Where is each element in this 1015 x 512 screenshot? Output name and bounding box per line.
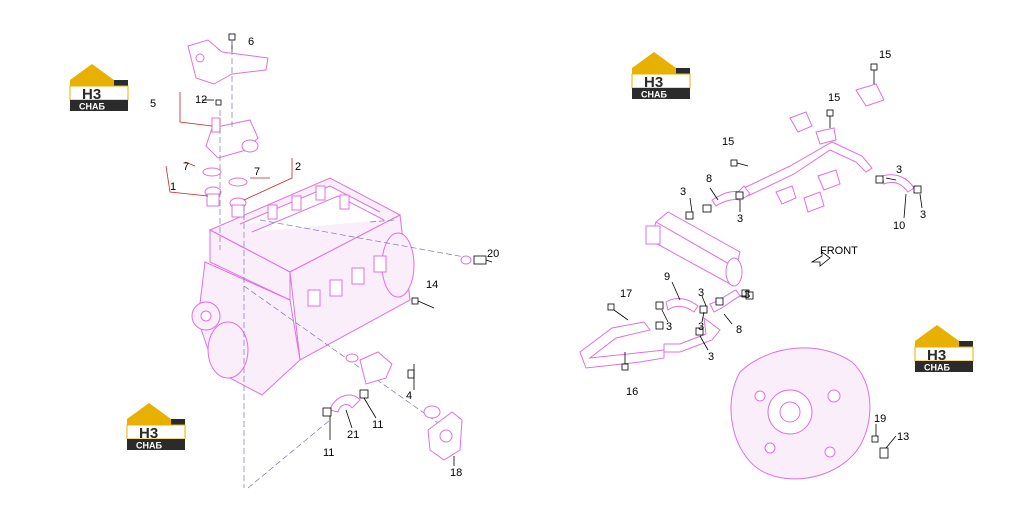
part-label: 14: [426, 279, 438, 291]
part-label: 11: [323, 447, 334, 459]
hose-clamp: [655, 321, 664, 330]
brand-logo: H3 СНАБ: [914, 324, 974, 373]
pipe-bracket: [803, 191, 825, 213]
part-label: 9: [664, 271, 670, 283]
coolant-pipe: [737, 141, 873, 199]
brand-logo: H3 СНАБ: [631, 51, 691, 100]
support-bracket: [187, 39, 269, 85]
pipe-bracket: [817, 169, 841, 191]
part-label: 15: [828, 92, 840, 104]
hose-clamp: [695, 327, 704, 336]
pipe-bracket: [855, 83, 885, 107]
part-label: 3: [698, 321, 704, 333]
part-label: 3: [920, 209, 926, 221]
brand-logo: H3 СНАБ: [69, 63, 129, 112]
coolant-pipe: [579, 316, 721, 369]
part-label: 18: [450, 467, 462, 479]
coolant-hose: [709, 289, 741, 313]
svg-text:H3: H3: [82, 86, 101, 103]
part-label: 15: [722, 136, 734, 148]
part-label: 3: [744, 289, 750, 301]
pipe-bracket: [789, 111, 813, 133]
hose-clamp: [735, 191, 744, 200]
svg-text:H3: H3: [644, 74, 663, 91]
coolant-hose: [881, 174, 915, 193]
washer: [871, 435, 879, 443]
hose-clamp: [655, 301, 664, 310]
front-arrow-icon: [810, 251, 831, 267]
part-label: 3: [698, 287, 704, 299]
hose-clamp: [702, 204, 712, 213]
hose-clamp: [875, 175, 884, 184]
bolt-icon: [730, 159, 749, 167]
bolt-icon: [879, 447, 889, 459]
hose-clamp: [699, 305, 708, 314]
hose-clamp: [685, 211, 694, 220]
oil-cooler: [645, 211, 743, 287]
part-label: 3: [737, 213, 743, 225]
temperature-sensor: [460, 255, 493, 265]
part-label: 5: [150, 98, 156, 110]
engine-block: [191, 177, 415, 396]
part-label: 2: [295, 161, 301, 173]
hose-clamp: [715, 297, 724, 306]
svg-text:СНАБ: СНАБ: [641, 90, 667, 100]
gasket-ring: [228, 177, 248, 187]
part-label: 7: [183, 161, 189, 173]
part-label: 20: [487, 248, 499, 260]
bolt-icon: [621, 352, 629, 371]
bolt-icon: [215, 99, 222, 106]
water-pipe: [345, 351, 415, 385]
part-label: 3: [896, 164, 902, 176]
part-label: 16: [626, 386, 638, 398]
part-label: 3: [680, 186, 686, 198]
svg-text:СНАБ: СНАБ: [79, 102, 105, 112]
part-label: 19: [874, 413, 886, 425]
part-label: 15: [879, 49, 891, 61]
svg-text:СНАБ: СНАБ: [136, 441, 162, 451]
part-label: 7: [254, 166, 260, 178]
part-label: 13: [897, 431, 909, 443]
bolt-icon: [607, 303, 629, 321]
brand-logo: H3 СНАБ: [126, 402, 186, 451]
hose-clamp: [745, 291, 754, 300]
water-pump-cover: [423, 405, 463, 461]
part-label: 21: [347, 429, 359, 441]
hose-clamp: [913, 185, 922, 194]
bolt-icon: [870, 63, 878, 84]
gasket-ring: [202, 167, 222, 177]
thermostat: [229, 197, 247, 218]
flywheel-housing: [730, 347, 871, 480]
part-label: 11: [372, 419, 383, 431]
part-label: 3: [708, 351, 714, 363]
pipe-bracket: [815, 127, 837, 145]
part-label: 3: [666, 321, 672, 333]
part-label: 17: [620, 288, 632, 300]
water-hose: [329, 394, 361, 413]
part-label: 6: [248, 36, 254, 48]
part-label: 10: [893, 220, 905, 232]
pipe-bracket: [775, 185, 797, 205]
svg-text:СНАБ: СНАБ: [924, 363, 950, 373]
bolt-icon: [411, 297, 435, 309]
hose-clamp: [322, 407, 332, 417]
thermostat: [204, 186, 222, 207]
bolt-icon: [826, 109, 834, 128]
part-label: 4: [406, 390, 412, 402]
front-label: FRONT: [820, 245, 858, 257]
part-label: 8: [706, 173, 712, 185]
part-label: 8: [736, 324, 742, 336]
part-label: 12: [195, 94, 207, 106]
hose-clamp: [359, 389, 369, 399]
svg-text:H3: H3: [927, 347, 946, 364]
svg-text:H3: H3: [139, 425, 158, 442]
coolant-hose: [665, 298, 699, 313]
part-label: 1: [170, 181, 176, 193]
